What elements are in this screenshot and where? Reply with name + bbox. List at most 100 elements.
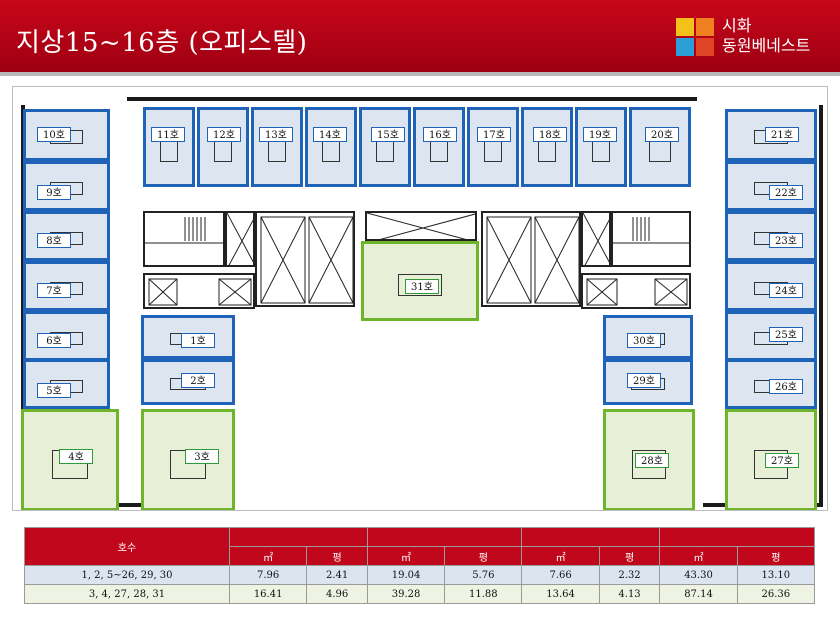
table-cell: 39.28	[366, 584, 446, 604]
header-divider	[0, 72, 840, 76]
brand-name: 시화 동원베네스트	[722, 16, 810, 56]
brand-logo-icon	[676, 18, 716, 58]
unit-label: 19호	[583, 127, 617, 142]
elevator-bank-left	[255, 211, 355, 307]
unit-label: 14호	[313, 127, 347, 142]
elevator-right	[581, 211, 611, 267]
unit-label: 23호	[769, 233, 803, 248]
unit-label: 30호	[627, 333, 661, 348]
table-unit-cell: ㎡	[521, 546, 600, 566]
floor-plan: 10호 11호 12호 13호 14호 15호 16호 17호 18호 19호 20호 21호 9호 8호…	[12, 86, 828, 511]
unit-label: 9호	[37, 185, 71, 200]
unit-label: 21호	[765, 127, 799, 142]
shaft-row-right	[581, 273, 691, 309]
unit-label: 25호	[769, 327, 803, 342]
table-cell-rooms: 3, 4, 27, 28, 31	[24, 584, 230, 604]
unit-label: 22호	[769, 185, 803, 200]
table-cell: 2.41	[306, 565, 368, 585]
table-unit-cell: 평	[306, 546, 368, 566]
table-cell: 4.13	[598, 584, 661, 604]
table-cell: 43.30	[659, 565, 738, 585]
table-cell-rooms: 1, 2, 5~26, 29, 30	[24, 565, 230, 585]
logo-tile-orange	[696, 18, 714, 36]
unit-label: 2호	[181, 373, 215, 388]
unit-label: 15호	[371, 127, 405, 142]
room-fixture	[397, 273, 443, 296]
table-cell: 19.04	[366, 565, 446, 585]
unit-room	[413, 107, 465, 187]
unit-room	[251, 107, 303, 187]
stair-core-right	[611, 211, 691, 267]
logo-tile-red	[696, 38, 714, 56]
elevator-left	[225, 211, 255, 267]
unit-label: 7호	[37, 283, 71, 298]
unit-label: 6호	[37, 333, 71, 348]
unit-label: 8호	[37, 233, 71, 248]
unit-room	[197, 107, 249, 187]
brand-line-2: 동원베네스트	[722, 36, 811, 55]
table-unit-cell: 평	[736, 546, 816, 566]
table-cell: 5.76	[444, 565, 523, 585]
table-unit-cell: ㎡	[659, 546, 738, 566]
table-header-group-4	[659, 527, 815, 547]
table-cell: 11.88	[444, 584, 523, 604]
unit-room	[575, 107, 627, 187]
page-title: 지상15~16층 (오피스텔)	[16, 28, 308, 58]
unit-label: 31호	[405, 279, 439, 294]
unit-label: 16호	[423, 127, 457, 142]
unit-label: 17호	[477, 127, 511, 142]
unit-label: 4호	[59, 449, 93, 464]
wall-right	[819, 105, 823, 505]
unit-label: 20호	[645, 127, 679, 142]
unit-label: 29호	[627, 373, 661, 388]
table-header-rooms: 호수	[24, 527, 230, 566]
unit-label: 1호	[181, 333, 215, 348]
table-cell: 13.10	[736, 565, 816, 585]
unit-label: 10호	[37, 127, 71, 142]
table-header-group-1	[229, 527, 368, 547]
unit-room	[603, 359, 693, 405]
unit-label: 3호	[185, 449, 219, 464]
table-unit-cell: ㎡	[366, 546, 446, 566]
logo-tile-yellow	[676, 18, 694, 36]
stair-core-center	[365, 211, 477, 241]
brand-line-1: 시화	[722, 16, 752, 35]
table-header-group-3	[521, 527, 661, 547]
table-header-group-2	[366, 527, 523, 547]
table-unit-cell: ㎡	[228, 546, 308, 566]
title-bar: 지상15~16층 (오피스텔) 시화 동원베네스트	[0, 0, 840, 72]
table-cell: 26.36	[736, 584, 816, 604]
unit-room	[521, 107, 573, 187]
table-cell: 16.41	[228, 584, 308, 604]
unit-room	[467, 107, 519, 187]
unit-room	[629, 107, 691, 187]
table-cell: 7.66	[521, 565, 600, 585]
unit-room	[143, 107, 195, 187]
shaft-row-left	[143, 273, 255, 309]
table-cell: 13.64	[521, 584, 600, 604]
unit-label: 11호	[151, 127, 185, 142]
table-cell: 2.32	[598, 565, 661, 585]
unit-label: 5호	[37, 383, 71, 398]
unit-room	[359, 107, 411, 187]
table-cell: 87.14	[659, 584, 738, 604]
unit-label: 18호	[533, 127, 567, 142]
table-unit-cell: 평	[598, 546, 661, 566]
table-cell: 4.96	[306, 584, 368, 604]
table-cell: 7.96	[228, 565, 308, 585]
unit-label: 27호	[765, 453, 799, 468]
stair-core-left	[143, 211, 225, 267]
table-unit-cell: 평	[444, 546, 523, 566]
unit-label: 26호	[769, 379, 803, 394]
unit-label: 28호	[635, 453, 669, 468]
elevator-bank-right	[481, 211, 581, 307]
unit-room	[305, 107, 357, 187]
unit-label: 13호	[259, 127, 293, 142]
logo-tile-blue	[676, 38, 694, 56]
wall-top	[127, 97, 697, 101]
unit-label: 12호	[207, 127, 241, 142]
unit-label: 24호	[769, 283, 803, 298]
